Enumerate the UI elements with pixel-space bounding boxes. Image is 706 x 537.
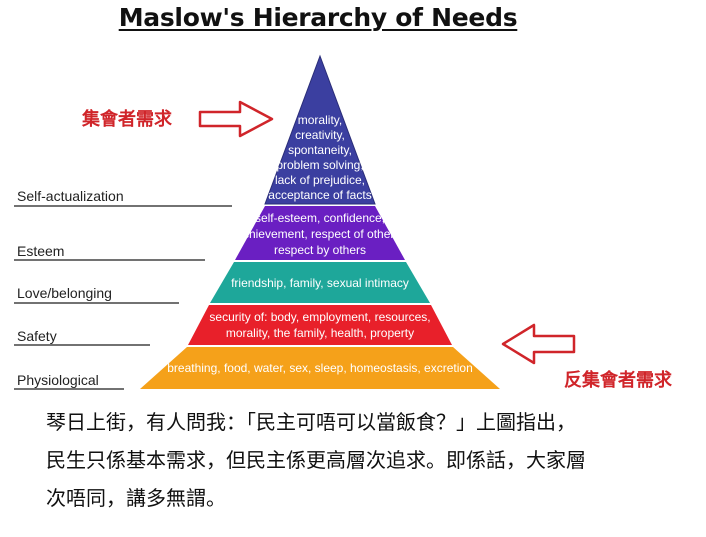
tier-line: creativity, — [295, 128, 345, 142]
annotation-top-label: 集會者需求 — [81, 108, 173, 130]
right-arrow-icon — [198, 100, 274, 138]
caption-text: 琴日上街，有人問我：「民主可唔可以當飯食？」上圖指出， 民生只係基本需求，但民主… — [46, 403, 686, 517]
level-name-physiological: Physiological — [17, 372, 99, 388]
level-name-esteem: Esteem — [17, 243, 64, 259]
tier-esteem — [235, 206, 405, 260]
tier-love-belonging — [210, 262, 430, 303]
level-name-self-actualization: Self-actualization — [17, 188, 124, 204]
annotation-bottom-label: 反集會者需求 — [564, 369, 673, 391]
caption-line: 琴日上街，有人問我：「民主可唔可以當飯食？」上圖指出， — [46, 410, 576, 434]
level-name-love-belonging: Love/belonging — [17, 285, 112, 301]
diagram-title: Maslow's Hierarchy of Needs — [118, 3, 518, 32]
tier-physiological — [140, 347, 500, 389]
tier-text-self-actualization: morality, creativity, spontaneity, probl… — [268, 113, 371, 202]
caption-line: 次唔同，講多無謂。 — [46, 486, 226, 510]
caption-line: 民生只係基本需求，但民主係更高層次追求。即係話，大家層 — [46, 448, 586, 472]
tier-line: achievement, respect of others, — [236, 227, 403, 241]
tier-text-esteem: self-esteem, confidence, achievement, re… — [236, 211, 403, 257]
tier-line: self-esteem, confidence, — [255, 211, 385, 225]
tier-line: problem solving, — [276, 158, 363, 172]
level-name-safety: Safety — [17, 328, 57, 344]
tier-line: acceptance of facts — [268, 188, 371, 202]
tier-line: security of: body, employment, resources… — [209, 310, 430, 324]
tier-line: spontaneity, — [288, 143, 352, 157]
tier-text-love-belonging: friendship, family, sexual intimacy — [231, 276, 409, 290]
tier-text-safety: security of: body, employment, resources… — [209, 310, 430, 340]
tier-text-physiological: breathing, food, water, sex, sleep, home… — [167, 361, 473, 375]
tier-line: morality, the family, health, property — [226, 326, 414, 340]
pyramid-diagram: Self-actualization Esteem Love/belonging… — [14, 54, 673, 391]
tier-line: respect by others — [274, 243, 366, 257]
tier-self-actualization — [264, 54, 376, 205]
tier-line: lack of prejudice, — [275, 173, 365, 187]
left-arrow-icon — [501, 323, 576, 365]
tier-safety — [188, 305, 452, 345]
tier-line: morality, — [298, 113, 342, 127]
